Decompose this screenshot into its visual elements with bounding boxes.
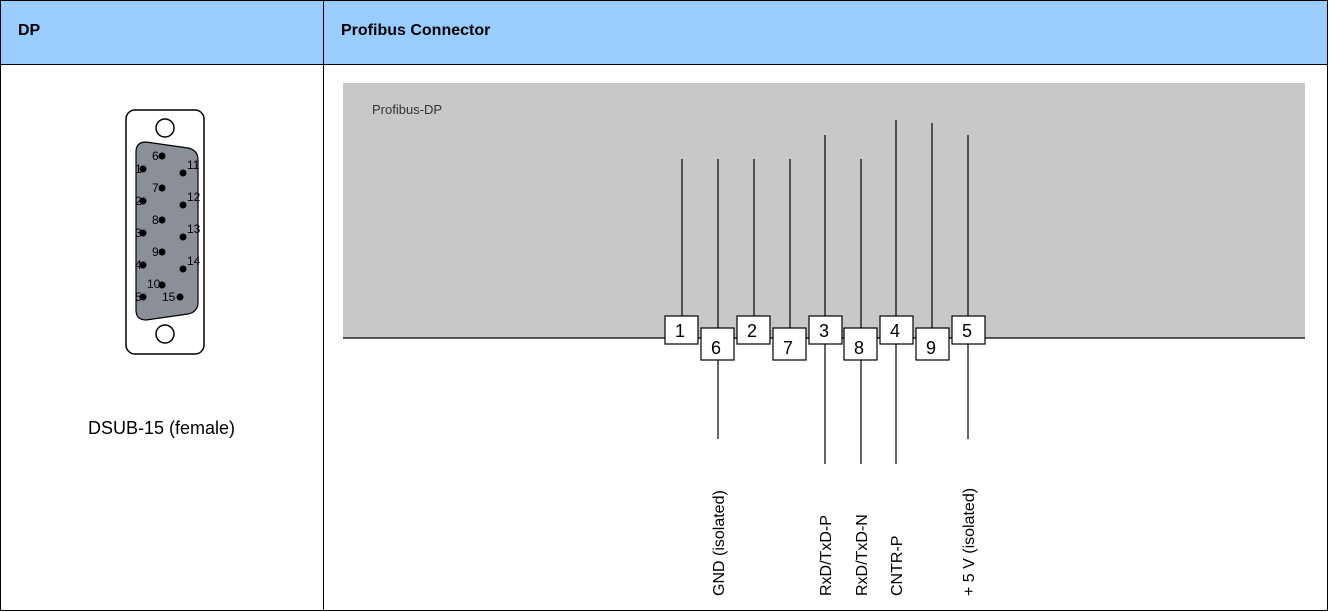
pin-label-3: 3 xyxy=(819,321,829,341)
dsub-pin-6: 6 xyxy=(152,149,159,163)
pin-box-8 xyxy=(843,327,878,361)
pin-label-2: 2 xyxy=(747,321,757,341)
dsub-pin-2: 2 xyxy=(135,194,142,208)
pin-label-1: 1 xyxy=(675,321,685,341)
dsub15-connector-icon: 1 2 3 4 5 6 7 8 9 10 11 12 13 14 15 xyxy=(125,109,205,355)
signal-rxd-txd-p: RxD/TxD-P xyxy=(818,515,835,596)
signal-gnd: GND (isolated) xyxy=(711,490,728,596)
pin-label-4: 4 xyxy=(890,321,900,341)
pin-label-5: 5 xyxy=(962,321,972,341)
pin-box-5 xyxy=(951,315,986,345)
dsub-pin-9: 9 xyxy=(152,245,159,259)
signal-5v: + 5 V (isolated) xyxy=(961,488,978,596)
pin-label-6: 6 xyxy=(711,338,721,358)
pin-label-9: 9 xyxy=(926,338,936,358)
dsub-pin-10: 10 xyxy=(147,277,161,291)
pin-box-2 xyxy=(736,315,771,345)
dsub-pin-11: 11 xyxy=(187,158,200,172)
dsub-pin-13: 13 xyxy=(187,222,201,236)
pin-label-8: 8 xyxy=(854,338,864,358)
dsub-pin-15: 15 xyxy=(162,290,176,304)
dsub-pin-8: 8 xyxy=(152,213,159,227)
connector-caption: DSUB-15 (female) xyxy=(87,418,236,438)
panel-label: Profibus-DP xyxy=(372,102,442,117)
pin-label-7: 7 xyxy=(783,338,793,358)
column-divider xyxy=(323,0,324,611)
dsub-pin-7: 7 xyxy=(152,181,159,195)
dsub-pin-5: 5 xyxy=(135,290,142,304)
signal-rxd-txd-n: RxD/TxD-N xyxy=(854,514,871,596)
header-right-title: Profibus Connector xyxy=(341,22,491,39)
dsub-pin-12: 12 xyxy=(187,190,201,204)
profibus-panel xyxy=(343,83,1305,338)
dsub-pin-1: 1 xyxy=(135,162,142,176)
header-left-title: DP xyxy=(18,22,41,39)
dsub-pin-3: 3 xyxy=(135,226,142,240)
pin-box-1 xyxy=(664,315,699,345)
header-right: Profibus Connector xyxy=(323,0,1328,65)
dsub-pin-14: 14 xyxy=(187,254,201,268)
dsub-pin-4: 4 xyxy=(135,258,142,272)
profibus-diagram: Profibus-DP 1 6 2 7 3 xyxy=(324,66,1328,611)
pin-box-9 xyxy=(915,327,950,361)
header-left: DP xyxy=(0,0,323,65)
pin-box-4 xyxy=(879,315,914,345)
signal-cntr-p: CNTR-P xyxy=(889,536,906,596)
pin-box-7 xyxy=(772,327,807,361)
pin-box-6 xyxy=(700,327,735,361)
